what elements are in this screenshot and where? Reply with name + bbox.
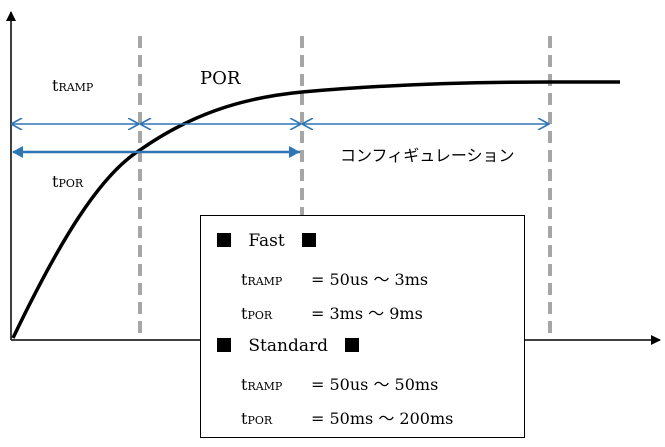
tpor-label-t: t — [52, 172, 59, 191]
black-square-icon — [302, 233, 317, 247]
timing-legend-box: Fast tRAMP= 50us ～ 3ms tPOR= 3ms ～ 9ms S… — [200, 215, 525, 438]
standard-title: Standard — [248, 336, 328, 356]
black-square-icon — [217, 233, 231, 247]
standard-tpor-sub: POR — [247, 414, 273, 427]
fast-tpor-sub: POR — [247, 309, 273, 322]
standard-tpor-value: = 50ms ～ 200ms — [311, 409, 454, 428]
standard-tramp-t: t — [241, 375, 248, 394]
black-square-icon — [217, 338, 231, 352]
fast-tpor-t: t — [241, 304, 248, 323]
fast-tpor-row: tPOR = 3ms ～ 9ms — [241, 300, 423, 324]
tpor-label-sub: POR — [58, 177, 84, 190]
tramp-label-sub: RAMP — [58, 81, 94, 94]
configuration-label: コンフィギュレーション — [340, 146, 515, 165]
fast-tramp-row: tRAMP = 50us ～ 3ms — [241, 266, 428, 290]
standard-tramp-value: = 50us ～ 50ms — [311, 375, 439, 394]
standard-tpor-t: t — [241, 409, 248, 428]
voltage-curve — [11, 80, 620, 339]
standard-heading: Standard — [217, 336, 360, 356]
tramp-label-t: t — [52, 76, 59, 95]
standard-tpor-row: tPOR = 50ms ～ 200ms — [241, 405, 453, 429]
black-square-icon — [345, 338, 360, 352]
fast-tpor-value: = 3ms ～ 9ms — [311, 304, 423, 323]
fast-tramp-t: t — [241, 270, 248, 289]
standard-tramp-row: tRAMP = 50us ～ 50ms — [241, 371, 438, 395]
fast-heading: Fast — [217, 231, 317, 251]
fast-title: Fast — [248, 231, 285, 251]
fast-tramp-value: = 50us ～ 3ms — [311, 270, 429, 289]
por-label: POR — [200, 68, 241, 89]
tpor-label: tPOR — [52, 172, 83, 191]
standard-tramp-sub: RAMP — [247, 380, 283, 393]
tramp-label: tRAMP — [52, 76, 93, 95]
fast-tramp-sub: RAMP — [247, 275, 283, 288]
